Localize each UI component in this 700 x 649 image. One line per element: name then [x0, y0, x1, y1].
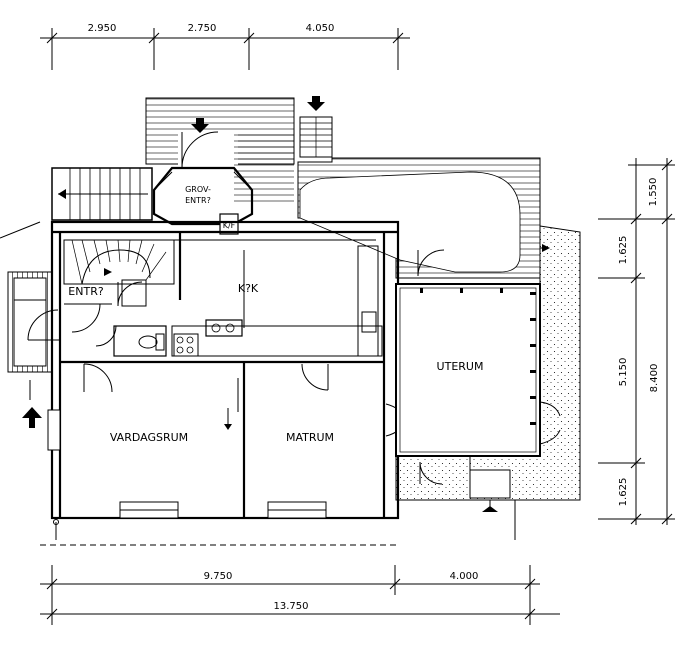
- matrum-label: MATRUM: [286, 431, 334, 444]
- matrum-room: MATRUM: [267, 363, 405, 519]
- down-arrow-icon: [307, 96, 325, 111]
- up-arrow-icon: [22, 407, 42, 428]
- staircase: [63, 239, 175, 285]
- right-dimension-line: 1.550 1.625 5.150 1.625 8.400: [598, 158, 675, 525]
- entre-label: ENTR?: [68, 285, 104, 298]
- left-terrace: [0, 221, 60, 428]
- wc-room: [95, 325, 167, 357]
- grov-entre-room: GROV- ENTR? K/F: [152, 166, 254, 235]
- right-terrace: [297, 157, 541, 279]
- kok-label: K?K: [238, 282, 259, 295]
- dim-bottom-2: 4.000: [450, 571, 479, 582]
- kf-label: K/F: [223, 221, 236, 230]
- grov-entre-label-2: ENTR?: [185, 196, 211, 205]
- dim-top-3: 4.050: [306, 23, 335, 34]
- kitchen: K?K: [171, 245, 383, 357]
- grov-entre-label-1: GROV-: [185, 185, 211, 194]
- dim-right-2: 1.625: [618, 236, 629, 265]
- bottom-dimension-line: 9.750 4.000 13.750: [40, 565, 560, 625]
- dim-bottom-total: 13.750: [274, 601, 309, 612]
- dim-bottom-1: 9.750: [204, 571, 233, 582]
- top-dimension-line: 2.950 2.750 4.050: [40, 23, 410, 70]
- dim-right-total: 8.400: [649, 364, 660, 393]
- dim-right-4: 1.625: [618, 478, 629, 507]
- left-porch: [51, 167, 153, 221]
- uterum-room: UTERUM: [395, 244, 561, 490]
- base-ticks: [40, 519, 400, 546]
- dim-top-1: 2.950: [88, 23, 117, 34]
- dim-right-3: 5.150: [618, 358, 629, 387]
- down-arrow-icon: [191, 118, 209, 133]
- vardagsrum-label: VARDAGSRUM: [110, 431, 188, 444]
- top-steps: [191, 96, 333, 158]
- uterum-label: UTERUM: [437, 360, 484, 373]
- entrance-area: ENTR?: [64, 279, 147, 333]
- dim-right-1: 1.550: [648, 178, 659, 207]
- vardagsrum-room: VARDAGSRUM: [47, 363, 239, 519]
- dim-top-2: 2.750: [188, 23, 217, 34]
- top-terrace: [145, 97, 295, 202]
